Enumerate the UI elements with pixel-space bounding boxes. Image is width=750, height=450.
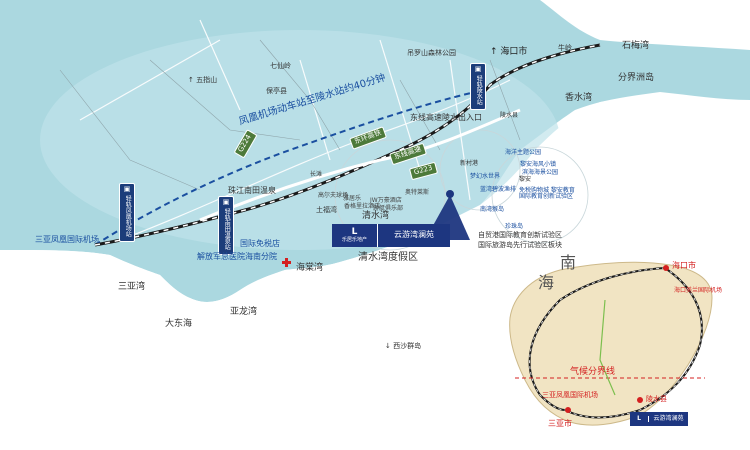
place-mengshui: 梦幻水世界 bbox=[470, 173, 501, 180]
place-dadonghai: 大东海 bbox=[165, 319, 193, 329]
inset-map bbox=[509, 261, 713, 426]
inset-fenghuang: 三亚凤凰国际机场 bbox=[542, 391, 598, 399]
place-xiangshui: 香水湾 bbox=[565, 93, 593, 103]
place-sanya-bay: 三亚湾 bbox=[118, 282, 146, 292]
place-nanwan: 南湾猴岛 bbox=[480, 206, 505, 213]
place-hospital: 解放军总医院海南分院 bbox=[197, 252, 277, 261]
place-lian-town: 黎安海风小镇 bbox=[520, 161, 557, 168]
rail-sign-fenghuang: ▣轻轨凤凰机场站 bbox=[119, 183, 135, 243]
zone-circle-2 bbox=[439, 129, 521, 211]
project-pin-dot bbox=[446, 190, 454, 198]
place-lian: 黎安 bbox=[519, 176, 532, 183]
place-ocean-park: 海洋主题公园 bbox=[505, 149, 542, 156]
free-trade-2: 国际旅游岛先行试验区板块 bbox=[478, 241, 562, 249]
inset-climate-label: 气候分界线 bbox=[570, 367, 616, 377]
hospital-cross-icon bbox=[282, 258, 291, 267]
place-qixianling: 七仙岭 bbox=[270, 62, 291, 70]
place-shimei: 石梅湾 bbox=[622, 41, 650, 51]
inset-rail-west-inner bbox=[529, 267, 666, 411]
inset-haikou-dot bbox=[663, 265, 669, 271]
place-wuzhishan: ↑ 五指山 bbox=[188, 76, 218, 84]
route-dashed bbox=[94, 91, 476, 246]
rail-sign-nantian: ▣轻轨南田温泉站 bbox=[218, 196, 234, 256]
inset-sanya-dot bbox=[565, 407, 571, 413]
exit-label: 东线高速陵水出入口 bbox=[410, 113, 482, 122]
place-mall: 奥特莱斯 bbox=[405, 189, 430, 196]
place-resort1: 香格里拉酒店 bbox=[344, 203, 381, 210]
place-caiwan: 长滩 bbox=[310, 171, 323, 178]
place-baoting: 保亭县 bbox=[266, 87, 287, 95]
inset-lingshui-dot bbox=[637, 397, 643, 403]
north-coast bbox=[0, 0, 750, 55]
inset-central-road bbox=[599, 299, 616, 396]
rail-line-inner bbox=[94, 44, 601, 246]
inset-brand: L 云游湾澜苑 bbox=[630, 412, 688, 426]
place-diaoluo: 吊罗山森林公园 bbox=[407, 49, 456, 57]
roads-grey bbox=[59, 39, 521, 191]
inset-lingshui: 陵水县 bbox=[646, 395, 667, 403]
place-hotel1: 雅居乐 bbox=[343, 195, 362, 202]
place-fenjie: 分界洲岛 bbox=[618, 73, 655, 83]
place-qingshui: 清水湾 bbox=[362, 211, 390, 221]
place-education: 免税购物城 黎安教育国际教育创新试验区 bbox=[519, 187, 575, 200]
place-golf: 高尔夫球场 bbox=[318, 192, 349, 199]
place-niuling: 牛岭 bbox=[558, 44, 572, 52]
train-icon: ▣ bbox=[222, 198, 230, 206]
sea-label-1: 南 bbox=[560, 253, 577, 272]
place-dutyfree: 国际免税店 bbox=[240, 239, 280, 248]
highway bbox=[199, 108, 521, 222]
train-icon: ▣ bbox=[123, 185, 131, 193]
inset-sanya: 三亚市 bbox=[548, 419, 572, 428]
brand-project: 云游湾澜苑 bbox=[377, 224, 450, 247]
place-xinchun: 新村港 bbox=[460, 160, 479, 167]
inset-rail-east-inner bbox=[564, 267, 703, 418]
place-sanya-airport: 三亚凤凰国际机场 bbox=[35, 235, 99, 244]
place-lanwan: 蓝湾碧波渔排 bbox=[480, 186, 517, 193]
zone-circle-1 bbox=[334, 139, 446, 251]
rail-sign-lingshui: ▣轻轨陵水站 bbox=[470, 63, 486, 111]
inset-haikou: 海口市 bbox=[672, 261, 696, 270]
place-nantian: 珠江南田温泉 bbox=[228, 186, 276, 195]
place-hotel2: JW万豪酒店 bbox=[370, 197, 402, 204]
place-xisha: ↓ 西沙群岛 bbox=[385, 342, 422, 350]
place-club: 游艇俱乐部 bbox=[373, 205, 404, 212]
place-zhenzhu: 珍珠岛 bbox=[505, 223, 524, 230]
place-yalong: 亚龙湾 bbox=[230, 307, 258, 317]
brand-logo: L 乐居乐地产 bbox=[341, 226, 367, 243]
place-haikou-arrow: ↑ 海口市 bbox=[490, 47, 528, 57]
free-trade-1: 自贸港国际教育创新试验区 bbox=[478, 231, 562, 239]
zone-circle-3 bbox=[491, 146, 589, 244]
train-icon: ▣ bbox=[474, 65, 482, 73]
brand-box: L 乐居乐地产 云游湾澜苑 bbox=[332, 224, 450, 247]
place-tufu: 土福湾 bbox=[316, 206, 337, 214]
south-peninsula bbox=[140, 268, 305, 330]
sea-label-2: 海 bbox=[538, 273, 555, 292]
inset-meilan: 海口美兰国际机场 bbox=[674, 287, 723, 294]
place-binhai-park: 滨海海景公园 bbox=[522, 169, 559, 176]
place-haitang: 海棠湾 bbox=[296, 263, 324, 273]
place-lingshui-county: 陵水县 bbox=[500, 112, 519, 119]
region-title: 清水湾度假区 bbox=[358, 252, 418, 263]
